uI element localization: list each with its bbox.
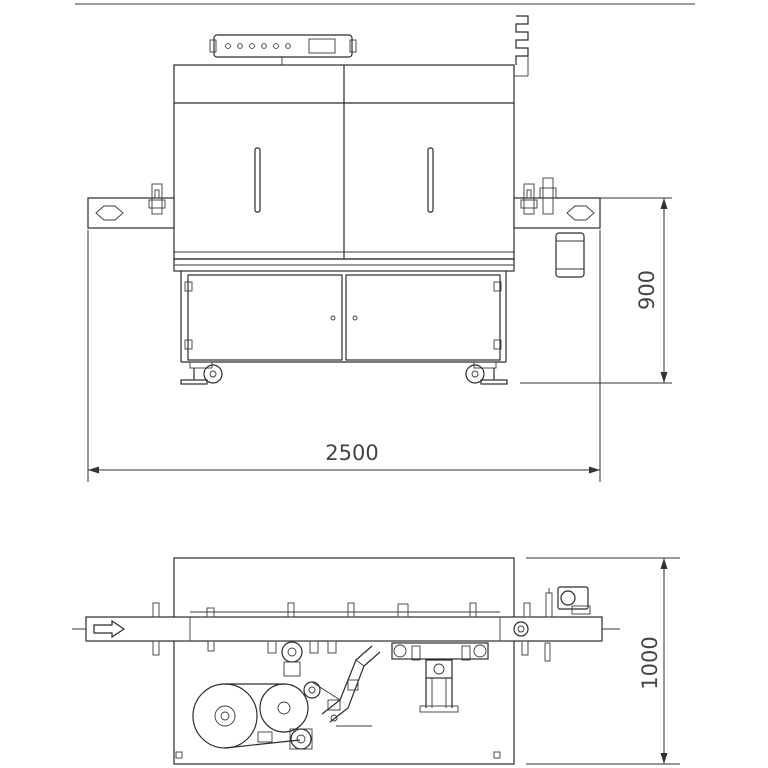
depth-dimension-label: 1000 <box>638 636 662 689</box>
door-handle-left <box>254 147 261 213</box>
flow-direction-arrow-icon <box>93 619 126 639</box>
label-roll-motor <box>555 232 585 278</box>
guide-brackets-bottom <box>152 640 551 662</box>
caster-left <box>180 361 223 385</box>
labeler-unit-center <box>391 642 489 713</box>
sensor-bracket <box>514 15 529 77</box>
depth-dimension-1000: 1000 <box>526 557 680 765</box>
control-panel <box>209 34 357 65</box>
width-dimension-label: 2500 <box>325 441 378 465</box>
base-frame <box>173 557 515 765</box>
height-dimension-label: 900 <box>635 270 659 310</box>
top-view: 1000 <box>72 557 680 765</box>
conveyor-right <box>513 177 601 278</box>
frame-bar <box>173 258 515 272</box>
guide-brackets-top <box>152 602 531 618</box>
labeler-head-right <box>545 586 591 618</box>
conveyor-top <box>85 616 603 642</box>
conveyor-left <box>87 183 175 229</box>
label-mechanism <box>257 641 381 750</box>
upper-cabinet <box>173 64 515 260</box>
height-dimension-900: 900 <box>520 197 672 384</box>
label-roll <box>192 683 309 749</box>
door-handle-right <box>427 147 434 213</box>
front-view: 900 2500 <box>87 15 672 482</box>
lower-cabinet <box>180 271 507 363</box>
width-dimension-2500: 2500 <box>87 230 601 482</box>
caster-right <box>465 361 508 385</box>
